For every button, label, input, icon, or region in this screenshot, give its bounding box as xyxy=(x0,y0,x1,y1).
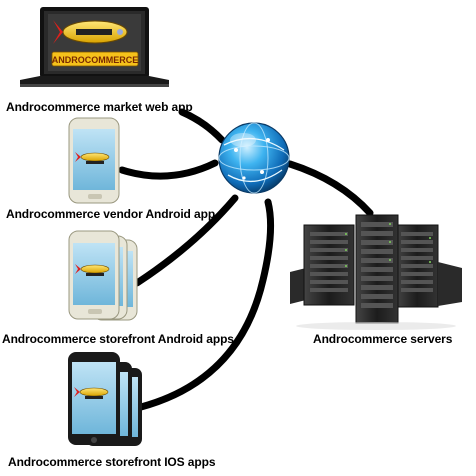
connector-ios-apps xyxy=(137,198,275,411)
ios-phones-icon xyxy=(68,352,142,446)
connector-android-apps xyxy=(133,194,239,287)
label-android-apps: Androcommerce storefront Android apps xyxy=(2,332,234,346)
rocket-logo xyxy=(53,20,128,44)
connector-servers xyxy=(286,160,374,217)
label-ios-apps: Androcommerce storefront IOS apps xyxy=(8,455,216,469)
label-servers: Androcommerce servers xyxy=(313,332,453,346)
connector-vendor-app xyxy=(118,159,219,180)
label-web-app: Androcommerce market web app xyxy=(6,100,193,114)
android-phones-icon xyxy=(68,230,138,321)
laptop-logo-text: ANDROCOMMERCE xyxy=(52,55,139,65)
globe-icon xyxy=(218,122,290,194)
connectors xyxy=(118,108,374,411)
android-phone-icon xyxy=(68,117,120,204)
connector-web-app xyxy=(178,108,226,144)
label-vendor-app: Androcommerce vendor Android app xyxy=(6,207,216,221)
laptop-icon xyxy=(20,7,169,87)
server-rack-icon xyxy=(290,214,462,330)
